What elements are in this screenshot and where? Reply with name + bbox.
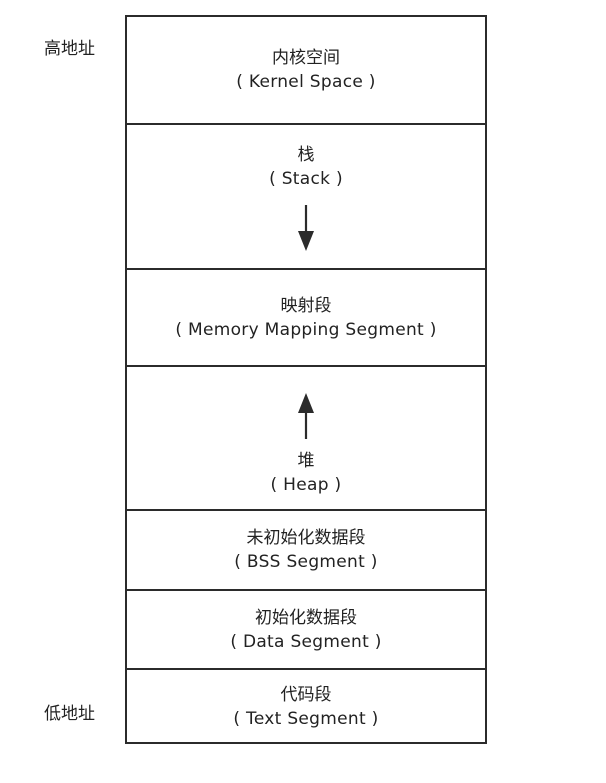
data-segment: 初始化数据段 ( Data Segment ): [127, 589, 485, 668]
segment-title-en: ( Memory Mapping Segment ): [175, 319, 437, 340]
up-arrow-icon: [298, 393, 314, 439]
high-address-label: 高地址: [44, 39, 95, 59]
bss-segment: 未初始化数据段 ( BSS Segment ): [127, 509, 485, 589]
segment-title-en: ( Data Segment ): [230, 631, 382, 652]
segment-title-cn: 未初始化数据段: [246, 528, 366, 548]
segment-title-cn: 内核空间: [272, 48, 340, 68]
segment-title-en: ( Text Segment ): [233, 709, 379, 729]
segment-title-cn: 栈: [297, 145, 315, 165]
segment-title-cn: 初始化数据段: [255, 607, 357, 628]
segment-title-cn: 堆: [297, 451, 315, 471]
segment-title-en: ( Kernel Space ): [236, 72, 376, 92]
down-arrow-icon: [298, 205, 314, 251]
memory-layout-diagram: 内核空间 ( Kernel Space ) 栈 ( Stack ) 映射段 ( …: [125, 15, 487, 744]
text-segment: 代码段 ( Text Segment ): [127, 668, 485, 744]
segment-title-en: ( Heap ): [270, 475, 342, 495]
stack-segment: 栈 ( Stack ): [127, 123, 485, 268]
heap-segment: 堆 ( Heap ): [127, 365, 485, 509]
segment-title-cn: 映射段: [280, 295, 332, 316]
segment-title-en: ( Stack ): [269, 169, 343, 189]
low-address-label: 低地址: [44, 704, 95, 724]
segment-title-en: ( BSS Segment ): [234, 552, 378, 572]
segment-title-cn: 代码段: [280, 685, 332, 705]
memory-mapping-segment: 映射段 ( Memory Mapping Segment ): [127, 268, 485, 365]
kernel-space-segment: 内核空间 ( Kernel Space ): [127, 17, 485, 123]
